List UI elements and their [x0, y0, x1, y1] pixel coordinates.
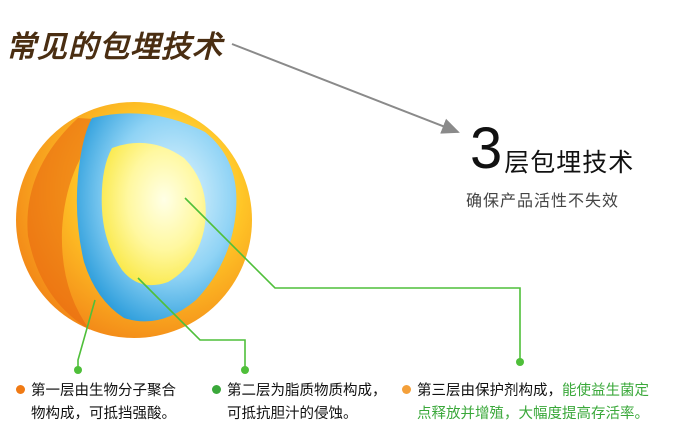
caption-1-line-2: 物构成，可抵挡强酸。 [31, 406, 176, 422]
bullet-dot-3 [402, 385, 411, 394]
bullet-dot-2 [212, 385, 221, 394]
leader-line-2 [137, 277, 246, 370]
subline: 确保产品活性不失效 [466, 191, 620, 210]
headline: 3层包埋技术 [470, 120, 634, 178]
headline-number: 3 [470, 116, 503, 181]
caption-3-highlight-2: 点释放并增殖，大幅度提高存活率。 [417, 406, 649, 422]
diagram-title: 常见的包埋技术 [6, 30, 223, 65]
inner-core [101, 142, 206, 286]
caption-1-line-1: 第一层由生物分子聚合 [31, 383, 176, 399]
outer-layer-edge [27, 118, 110, 330]
leader-dot-2 [241, 366, 249, 374]
caption-layer-1: 第一层由生物分子聚合 物构成，可抵挡强酸。 [16, 380, 176, 426]
caption-2-line-2: 可抵抗胆汁的侵蚀。 [227, 406, 358, 422]
leader-dot-1 [74, 366, 82, 374]
pointer-arrow [231, 43, 460, 134]
bullet-dot-1 [16, 385, 25, 394]
leader-line-3 [184, 197, 521, 362]
caption-3-highlight-1: 能使益生菌定 [562, 383, 649, 399]
leader-dot-3 [516, 358, 524, 366]
caption-3-line-1: 第三层由保护剂构成， [417, 383, 562, 399]
headline-text: 层包埋技术 [504, 148, 635, 177]
caption-2-line-1: 第二层为脂质物质构成， [227, 383, 387, 399]
caption-layer-2: 第二层为脂质物质构成， 可抵抗胆汁的侵蚀。 [212, 380, 387, 426]
caption-layer-3: 第三层由保护剂构成，能使益生菌定 点释放并增殖，大幅度提高存活率。 [402, 380, 649, 426]
